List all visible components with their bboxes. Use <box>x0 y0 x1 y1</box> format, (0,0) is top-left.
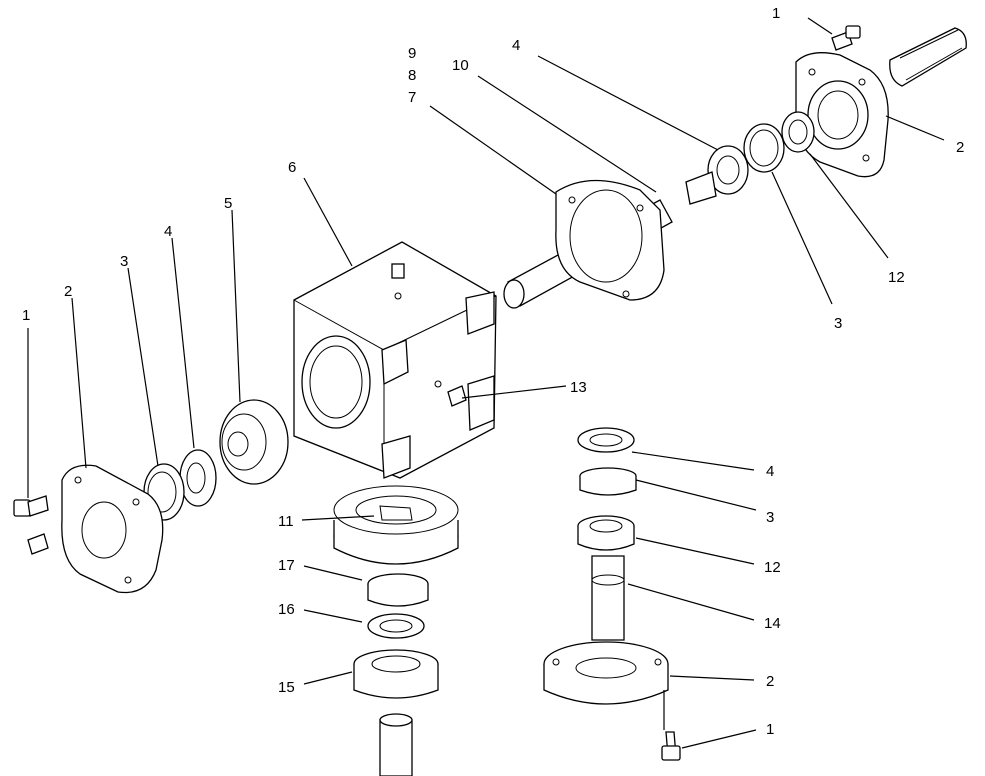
key-left <box>27 533 49 555</box>
callout-9: 9 <box>408 45 416 62</box>
callout-4-right: 4 <box>766 463 774 480</box>
callout-17: 17 <box>278 557 295 574</box>
callout-labels: 1 2 4 10 9 8 7 12 3 6 5 4 3 2 1 13 11 17… <box>22 5 964 738</box>
bearing-cover-top <box>795 52 889 178</box>
callout-7: 7 <box>408 89 416 106</box>
flange-gear <box>555 179 665 301</box>
bearing-cover-right <box>543 641 669 705</box>
bearing-cover-left <box>61 464 164 594</box>
shaft-right <box>591 555 625 641</box>
callout-6: 6 <box>288 159 296 176</box>
spacer-top <box>685 171 717 205</box>
callout-11: 11 <box>278 513 294 530</box>
callout-3-left: 3 <box>120 253 128 270</box>
roller-bearing-left <box>179 449 217 507</box>
flange-gear-bottom <box>333 485 459 565</box>
output-shaft-bottom <box>379 713 413 776</box>
bolt-left <box>13 495 49 517</box>
bearing-cup-top <box>743 123 785 173</box>
bearing-cup-bottom <box>367 573 429 607</box>
leader-lines <box>27 17 945 749</box>
callout-15: 15 <box>278 679 295 696</box>
callout-1-right: 1 <box>766 721 774 738</box>
bearing-cover-bottom <box>353 649 439 699</box>
callout-1-left: 1 <box>22 307 30 324</box>
callout-4-left: 4 <box>164 223 172 240</box>
bolt-right <box>661 731 681 761</box>
roller-bearing-bottom <box>367 613 425 639</box>
gearbox-housing <box>293 241 497 479</box>
callout-13: 13 <box>570 379 587 396</box>
seal-top <box>781 111 815 153</box>
bearing-cup-right <box>579 467 637 496</box>
callout-1-top: 1 <box>772 5 780 22</box>
callout-14: 14 <box>764 615 781 632</box>
callout-10: 10 <box>452 57 469 74</box>
callout-4-top: 4 <box>512 37 520 54</box>
callout-2-right: 2 <box>766 673 774 690</box>
callout-5: 5 <box>224 195 232 212</box>
splined-input-shaft <box>889 27 967 87</box>
roller-bearing-top <box>707 145 749 195</box>
callout-16: 16 <box>278 601 295 618</box>
callout-12-right: 12 <box>764 559 781 576</box>
callout-3-top: 3 <box>834 315 842 332</box>
callout-8: 8 <box>408 67 416 84</box>
bevel-gear-left <box>219 399 289 485</box>
callout-12-top: 12 <box>888 269 905 286</box>
bolt-top <box>831 25 861 51</box>
roller-bearing-right <box>577 427 635 453</box>
seal-right <box>577 515 635 551</box>
callout-2-left: 2 <box>64 283 72 300</box>
callout-3-right: 3 <box>766 509 774 526</box>
callout-2-top: 2 <box>956 139 964 156</box>
